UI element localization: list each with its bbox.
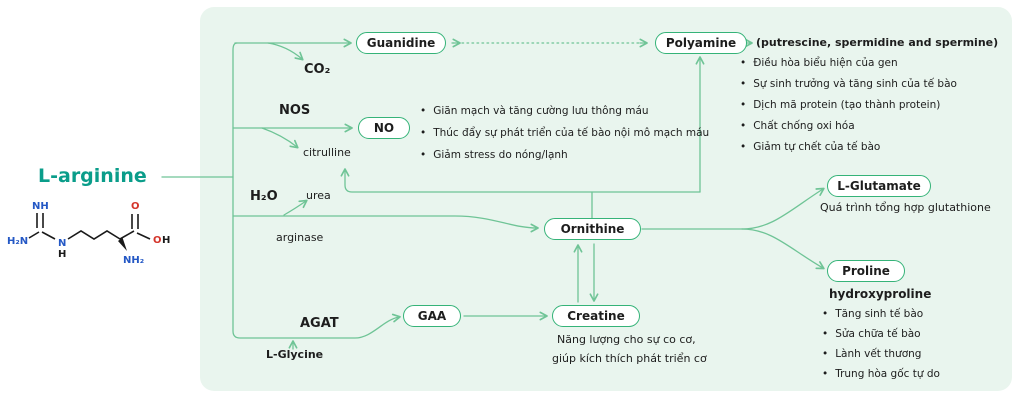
list-item: • Điều hòa biểu hiện của gen <box>740 53 957 74</box>
list-item: • Sửa chữa tế bào <box>822 324 940 344</box>
list-item-text: Lành vết thương <box>835 348 922 360</box>
edge-urea-byproduct <box>283 199 308 216</box>
n-label: N <box>58 238 66 249</box>
list-item: • Giảm stress do nóng/lạnh <box>420 144 709 166</box>
creatine-caption-line2: giúp kích thích phát triển cơ <box>552 352 707 365</box>
node-l-glutamate: L-Glutamate <box>827 175 931 197</box>
list-item-text: Chất chống oxi hóa <box>753 120 855 132</box>
edge-to-glutamate <box>741 187 825 230</box>
list-item: • Dịch mã protein (tạo thành protein) <box>740 95 957 116</box>
bullet-dot: • <box>740 99 747 111</box>
bond <box>28 231 40 239</box>
node-no: NO <box>358 117 410 139</box>
citrulline-label: citrulline <box>303 146 351 159</box>
edge-co2-release <box>267 42 304 61</box>
bond <box>41 231 56 240</box>
list-item: • Lành vết thương <box>822 344 940 364</box>
arginase-enzyme-label: arginase <box>276 231 324 244</box>
bond <box>136 232 151 240</box>
diagram-panel <box>200 7 1012 391</box>
list-item: • Giãn mạch và tăng cường lưu thông máu <box>420 100 709 122</box>
oh-o-label: O <box>153 235 162 246</box>
list-item-text: Thúc đẩy sự phát triển của tế bào nội mô… <box>433 127 710 139</box>
polyamine-subtitle: (putrescine, spermidine and spermine) <box>756 36 999 49</box>
node-guanidine: Guanidine <box>356 32 446 54</box>
list-item: • Tăng sinh tế bào <box>822 304 940 324</box>
bullet-dot: • <box>740 120 747 132</box>
urea-label: urea <box>306 189 331 202</box>
nh-label: NH <box>32 201 49 212</box>
bullet-dot: • <box>420 127 427 139</box>
edge-to-proline <box>741 228 825 270</box>
agat-enzyme-label: AGAT <box>300 316 339 331</box>
edge-trunk-to-gaa <box>232 42 401 339</box>
proline-benefits-list: • Tăng sinh tế bào • Sửa chữa tế bào • Lành… <box>822 304 940 384</box>
glutathione-caption: Quá trình tổng hợp glutathione <box>820 201 991 214</box>
list-item: • Chất chống oxi hóa <box>740 116 957 137</box>
bullet-dot: • <box>822 368 829 380</box>
page-title: L-arginine <box>38 165 147 187</box>
oh-h-label: H <box>162 235 170 246</box>
list-item-text: Sửa chữa tế bào <box>835 328 921 340</box>
edge-to-ornithine <box>232 215 539 233</box>
list-item-text: Sự sinh trưởng và tăng sinh của tế bào <box>753 78 957 90</box>
list-item: • Sự sinh trưởng và tăng sinh của tế bào <box>740 74 957 95</box>
edge-ornithine-citrulline <box>340 168 701 193</box>
nos-enzyme-label: NOS <box>279 103 311 118</box>
list-item-text: Dịch mã protein (tạo thành protein) <box>753 99 941 111</box>
list-item-text: Giảm stress do nóng/lạnh <box>433 149 568 161</box>
bullet-dot: • <box>822 328 829 340</box>
list-item-text: Trung hòa gốc tự do <box>835 368 940 380</box>
carbon-chain <box>67 230 135 240</box>
bullet-dot: • <box>740 57 747 69</box>
l-glycine-label: L-Glycine <box>266 348 324 361</box>
node-ornithine: Ornithine <box>544 218 641 240</box>
node-creatine: Creatine <box>552 305 640 327</box>
bullet-dot: • <box>740 78 747 90</box>
list-item-text: Điều hòa biểu hiện của gen <box>753 57 898 69</box>
h2o-label: H₂O <box>250 189 278 204</box>
o-label: O <box>131 201 140 212</box>
node-proline: Proline <box>827 260 905 282</box>
bullet-dot: • <box>822 308 829 320</box>
bullet-dot: • <box>740 141 747 153</box>
list-item: • Giảm tự chết của tế bào <box>740 137 957 158</box>
no-benefits-list: • Giãn mạch và tăng cường lưu thông máu •… <box>420 100 709 166</box>
list-item: • Thúc đẩy sự phát triển của tế bào nội m… <box>420 122 709 144</box>
list-item: • Trung hòa gốc tự do <box>822 364 940 384</box>
nh2-label: NH₂ <box>123 255 144 266</box>
stereo-wedge <box>118 237 127 251</box>
list-item-text: Giảm tự chết của tế bào <box>753 141 881 153</box>
l-arginine-structure: NH H₂N N H O O H NH₂ <box>7 201 170 266</box>
h2n-label: H₂N <box>7 236 28 247</box>
hydroxyproline-label: hydroxyproline <box>829 287 932 301</box>
bullet-dot: • <box>822 348 829 360</box>
bullet-dot: • <box>420 149 427 161</box>
list-item-text: Tăng sinh tế bào <box>835 308 924 320</box>
edge-citrulline-byproduct <box>261 127 299 149</box>
list-item-text: Giãn mạch và tăng cường lưu thông máu <box>433 105 649 117</box>
polyamine-benefits-list: • Điều hòa biểu hiện của gen • Sự sinh trư… <box>740 53 957 158</box>
co2-label: CO₂ <box>304 62 331 77</box>
node-polyamine: Polyamine <box>655 32 747 54</box>
bullet-dot: • <box>420 105 427 117</box>
h-label: H <box>58 249 66 260</box>
node-gaa: GAA <box>403 305 461 327</box>
creatine-caption-line1: Năng lượng cho sự co cơ, <box>557 333 696 346</box>
